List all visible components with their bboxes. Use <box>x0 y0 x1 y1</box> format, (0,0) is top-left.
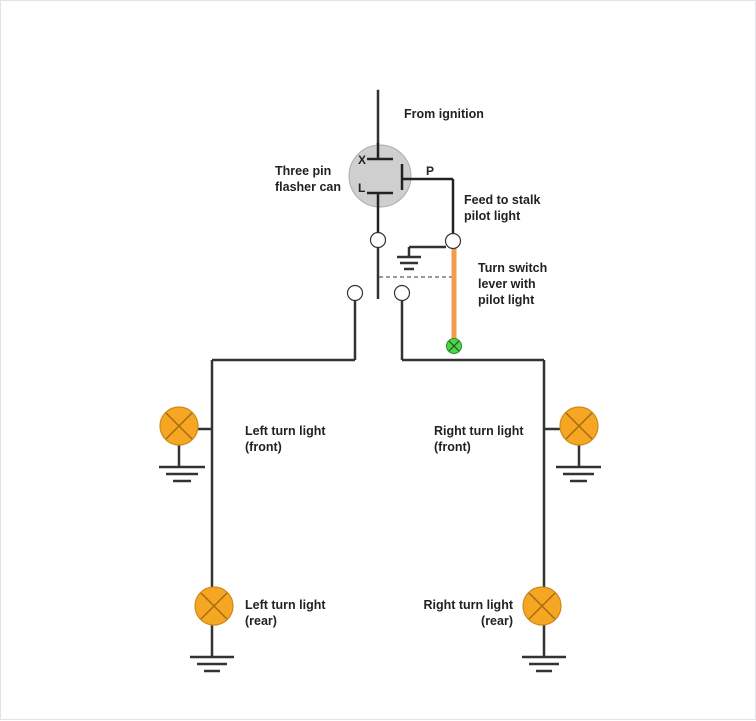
left-rear-lamp <box>194 586 234 626</box>
pin-p-label: P <box>426 164 435 178</box>
left-front-label-line1: Left turn light <box>245 424 326 438</box>
flasher-can <box>348 144 412 208</box>
right-rear-label-line2: (rear) <box>481 614 513 628</box>
left-front-label-line2: (front) <box>245 440 282 454</box>
switch-label-line2: lever with <box>478 277 536 291</box>
feed-label-line1: Feed to stalk <box>464 193 541 207</box>
switch-terminal-input <box>369 231 387 249</box>
switch-terminal-left <box>346 284 364 302</box>
pin-l-label: L <box>358 181 366 195</box>
flasher-label-line2: flasher can <box>275 180 342 194</box>
left-rear-label-line1: Left turn light <box>245 598 326 612</box>
switch-terminal-pilot <box>444 232 462 250</box>
switch-label-line1: Turn switch <box>478 261 548 275</box>
switch-terminal-right <box>393 284 411 302</box>
pin-x-label: X <box>358 153 367 167</box>
flasher-label-line1: Three pin <box>275 164 332 178</box>
right-front-label-line2: (front) <box>434 440 471 454</box>
right-front-lamp <box>559 406 599 446</box>
left-rear-label-line2: (rear) <box>245 614 277 628</box>
right-rear-lamp <box>522 586 562 626</box>
pilot-lamp <box>446 338 462 354</box>
right-rear-label-line1: Right turn light <box>423 598 513 612</box>
from-ignition-label: From ignition <box>404 107 484 121</box>
left-front-lamp <box>159 406 199 446</box>
right-front-label-line1: Right turn light <box>434 424 524 438</box>
switch-label-line3: pilot light <box>478 293 535 307</box>
feed-label-line2: pilot light <box>464 209 521 223</box>
